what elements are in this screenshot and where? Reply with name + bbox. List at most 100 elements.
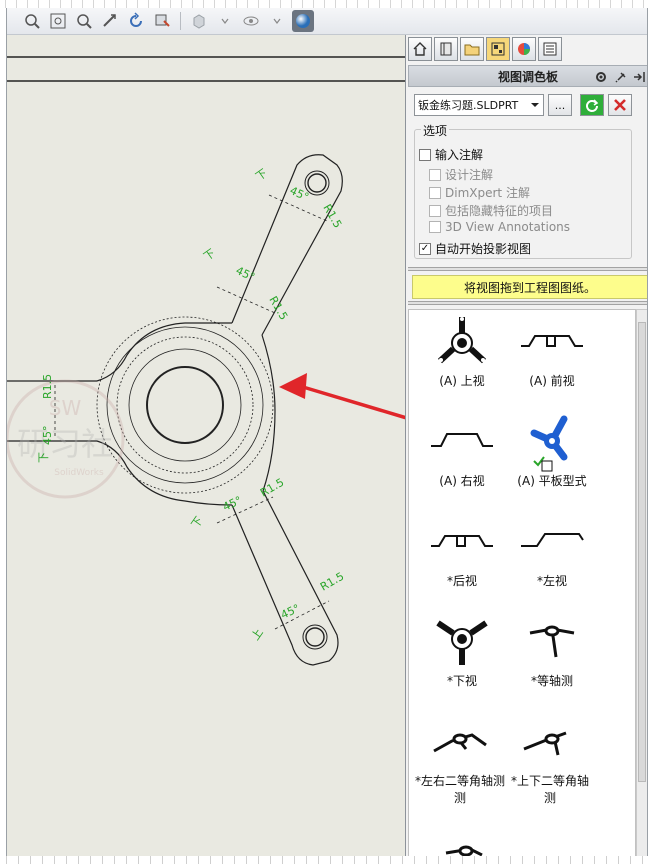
arm-hole [302, 624, 328, 650]
view-label: *下视 [446, 674, 477, 688]
view-thumbnails-list: (A) 上视 (A) 前视 (A) 右视 (A) 平板型式 *后视*左视 *下视 *等轴测 *… [408, 309, 636, 857]
pin-icon[interactable] [613, 69, 629, 85]
option-label: 包括隐藏特征的项目 [445, 204, 554, 218]
appearance-sphere-icon[interactable] [292, 9, 314, 32]
hub-circle [96, 316, 274, 494]
clear-button[interactable] [608, 94, 632, 116]
view-thumbnail-top[interactable]: (A) 上视 [417, 310, 507, 389]
custom-properties-icon[interactable] [538, 37, 562, 61]
chevron-down-icon[interactable] [214, 10, 236, 32]
pan-icon[interactable] [99, 10, 121, 32]
view-thumbnail-front[interactable]: (A) 前视 [507, 310, 597, 389]
file-select[interactable]: 钣金练习题.SLDPRT [414, 94, 544, 116]
hub-circle [128, 348, 242, 462]
bend-lines [54, 194, 330, 630]
iso-view-icon [507, 610, 597, 672]
right-view-icon [417, 410, 507, 472]
rebuild-icon[interactable] [151, 10, 173, 32]
options-legend: 选项 [421, 122, 450, 139]
view-thumbnail-flat[interactable]: (A) 平板型式 [507, 410, 597, 489]
view-thumbnail-dim2[interactable]: *上下二等角轴测 [505, 710, 595, 806]
view-label: (A) 平板型式 [517, 474, 587, 488]
view-label-line2: 测 [453, 791, 466, 805]
bend-direction-label: 下 [189, 514, 206, 530]
front-view-icon [507, 310, 597, 372]
option-dimxpert-annotations: DimXpert 注解 [429, 184, 530, 201]
close-icon [614, 99, 626, 111]
checkbox [429, 204, 441, 217]
option-label: 输入注解 [435, 148, 484, 162]
bend-radius-label: R1.5 [318, 570, 346, 594]
bend-radius-label: R1.5 [258, 476, 286, 500]
zoom-area-icon[interactable] [47, 10, 69, 32]
trim-view-icon [417, 820, 507, 856]
checkbox [429, 168, 441, 181]
option-import-annotations[interactable]: 输入注解 [419, 146, 483, 163]
view-label-line2: 测 [543, 791, 556, 805]
svg-text:SW: SW [49, 396, 82, 420]
splitter[interactable] [408, 267, 647, 271]
drag-hint-text: 将视图拖到工程图图纸。 [463, 280, 596, 295]
left-view-icon [507, 510, 597, 572]
refresh-button[interactable] [580, 94, 604, 116]
chevron-down-icon[interactable] [266, 10, 288, 32]
pane-title: 视图调色板 [497, 69, 558, 84]
bend-direction-label: 上 [249, 626, 266, 642]
file-row: 钣金练习题.SLDPRT ... [414, 93, 646, 117]
splitter[interactable] [408, 301, 647, 305]
view-label: *上下二等角轴 [510, 774, 589, 788]
drawing-sheet[interactable]: SW 研习社 SolidWorks 下 45° R1.5 下 45° R1.5 … [7, 35, 405, 857]
folder-icon[interactable] [460, 37, 484, 61]
view-thumbnail-left[interactable]: *左视 [507, 510, 597, 589]
pane-header: 视图调色板 [408, 65, 647, 87]
display-style-icon[interactable] [188, 10, 210, 32]
arm-hole [305, 627, 325, 647]
appearances-icon[interactable] [512, 37, 536, 61]
torn-edge-top [0, 0, 654, 8]
option-label: 3D View Annotations [445, 220, 571, 234]
flat-view-icon [507, 410, 597, 472]
design-library-icon[interactable] [434, 37, 458, 61]
gear-icon[interactable] [593, 69, 609, 85]
view-thumbnail-trim[interactable] [417, 820, 507, 856]
checkbox-checked[interactable]: ✓ [419, 242, 431, 255]
browse-button[interactable]: ... [548, 94, 572, 116]
view-thumbnail-dim1[interactable]: *左右二等角轴测测 [415, 710, 505, 806]
bend-radius-label: R1.5 [320, 202, 344, 230]
view-thumbnail-bottom[interactable]: *下视 [417, 610, 507, 689]
view-label: (A) 上视 [439, 374, 485, 388]
option-auto-projected-view[interactable]: ✓ 自动开始投影视图 [419, 240, 531, 257]
view-label: *等轴测 [530, 674, 573, 688]
window-frame: SW 研习社 SolidWorks 下 45° R1.5 下 45° R1.5 … [6, 6, 648, 858]
hide-show-icon[interactable] [240, 10, 262, 32]
option-label: 设计注解 [445, 168, 494, 182]
home-icon[interactable] [408, 37, 432, 61]
checkbox [429, 221, 441, 233]
dim1-view-icon [415, 710, 505, 772]
arm-hole [307, 173, 327, 193]
dim2-view-icon [505, 710, 595, 772]
toolbar-separator [180, 11, 181, 30]
option-label: 自动开始投影视图 [435, 242, 532, 256]
bend-angle-label: 45° [279, 602, 302, 622]
option-hidden-features: 包括隐藏特征的项目 [429, 202, 553, 219]
view-label: (A) 前视 [529, 374, 575, 388]
view-thumbnail-iso[interactable]: *等轴测 [507, 610, 597, 689]
bend-angle-label: 45° [221, 494, 244, 514]
bend-angle-label: 45° [234, 264, 257, 284]
taskpane-tabs [406, 37, 566, 63]
view-thumbnail-right[interactable]: (A) 右视 [417, 410, 507, 489]
bend-radius-label: R1.5 [266, 294, 290, 322]
svg-text:SolidWorks: SolidWorks [54, 468, 104, 478]
view-palette-icon[interactable] [486, 37, 510, 61]
rotate-icon[interactable] [125, 10, 147, 32]
collapse-pane-icon[interactable] [631, 69, 647, 85]
views-scrollbar[interactable] [636, 309, 647, 857]
zoom-to-fit-icon[interactable] [21, 10, 43, 32]
browse-button-label: ... [554, 98, 566, 112]
checkbox[interactable] [419, 148, 431, 161]
previous-view-icon[interactable] [73, 10, 95, 32]
view-thumbnail-back[interactable]: *后视 [417, 510, 507, 589]
refresh-icon [586, 99, 599, 112]
scrollbar-thumb[interactable] [638, 322, 646, 782]
